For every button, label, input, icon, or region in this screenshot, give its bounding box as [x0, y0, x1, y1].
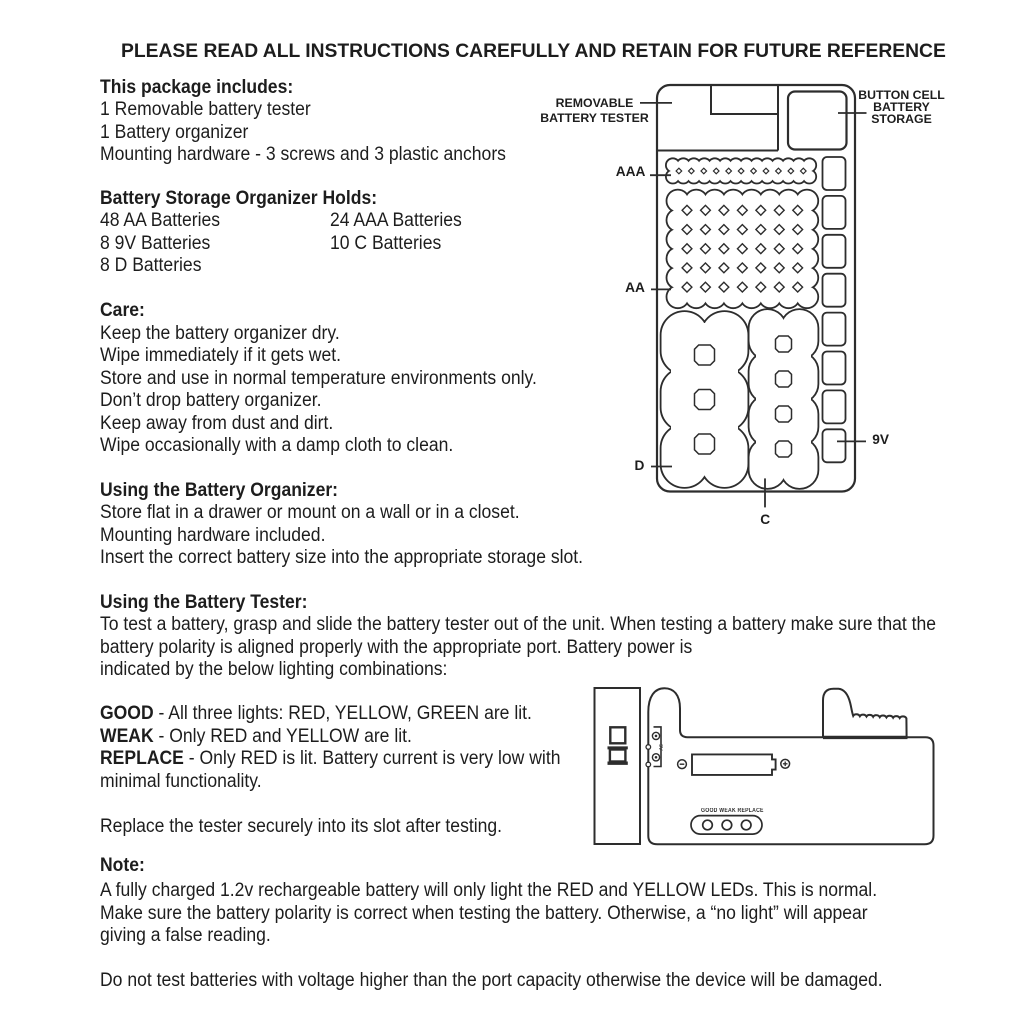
svg-text:9V: 9V — [657, 744, 663, 751]
